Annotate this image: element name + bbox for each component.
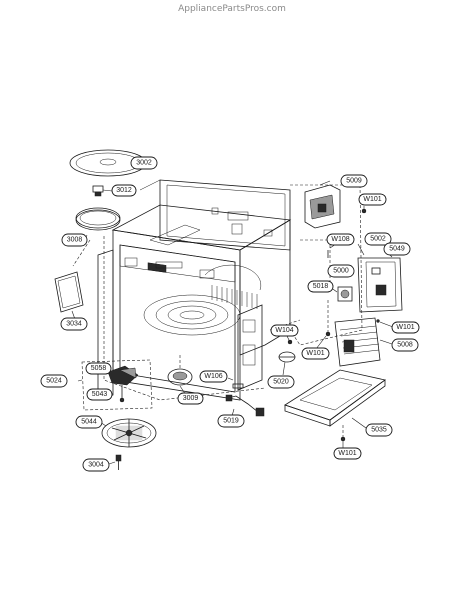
callout-5035: 5035 [365, 423, 393, 437]
callout-5000: 5000 [327, 264, 355, 278]
callout-3034: 3034 [60, 317, 88, 331]
svg-text:5058: 5058 [91, 365, 107, 372]
capacitor [329, 286, 353, 302]
svg-text:3004: 3004 [88, 462, 104, 469]
callout-5019: 5019 [217, 414, 245, 428]
coupler [92, 185, 113, 197]
svg-text:5002: 5002 [370, 236, 386, 243]
callout-3004: 3004 [82, 458, 110, 472]
callout-5043: 5043 [86, 388, 113, 401]
svg-text:5009: 5009 [346, 178, 362, 185]
wire-harness [225, 394, 265, 417]
svg-text:W101: W101 [396, 324, 414, 331]
callout-5024: 5024 [40, 374, 68, 388]
callout-W108: W108 [326, 233, 355, 246]
w101-screw-mid [315, 300, 331, 350]
turntable-motor [99, 418, 157, 448]
callout-W101-right: W101 [391, 321, 420, 334]
callout-3012: 3012 [111, 184, 137, 197]
callout-3009: 3009 [177, 392, 204, 405]
callout-W104: W104 [270, 324, 299, 337]
callout-5049: 5049 [383, 242, 411, 256]
transformer [334, 317, 393, 367]
callout-W101-bottom: W101 [333, 447, 362, 460]
callout-5020: 5020 [267, 375, 295, 389]
callout-5002: 5002 [364, 232, 392, 246]
w101-screw-bottom [340, 425, 346, 448]
callout-5009: 5009 [340, 174, 368, 188]
screw-3004 [108, 454, 122, 470]
callout-5008: 5008 [391, 338, 419, 352]
svg-text:5024: 5024 [46, 378, 62, 385]
svg-text:W101: W101 [306, 350, 324, 357]
thermostat [278, 351, 296, 376]
base-plate [284, 369, 386, 429]
svg-text:5044: 5044 [81, 419, 97, 426]
svg-text:W106: W106 [204, 373, 222, 380]
svg-text:5000: 5000 [333, 268, 349, 275]
interlock-switch-assembly [357, 243, 403, 313]
callout-3002: 3002 [130, 156, 158, 170]
svg-text:W101: W101 [338, 450, 356, 457]
svg-text:W104: W104 [275, 327, 293, 334]
svg-text:W108: W108 [331, 236, 349, 243]
magnetron [304, 180, 341, 229]
callout-W106: W106 [199, 370, 228, 383]
svg-text:3008: 3008 [67, 237, 83, 244]
callout-5044: 5044 [75, 415, 103, 429]
stirrer-group [77, 359, 153, 411]
w101-screw-top [361, 206, 367, 214]
svg-text:5043: 5043 [92, 391, 108, 398]
waveguide-cover [54, 271, 84, 323]
svg-text:5035: 5035 [371, 427, 387, 434]
oven-cavity [97, 179, 292, 401]
callout-3008: 3008 [61, 233, 88, 247]
callout-W101-top: W101 [358, 193, 387, 206]
callout-W101-mid: W101 [301, 347, 330, 360]
svg-text:5049: 5049 [389, 246, 405, 253]
svg-text:3034: 3034 [66, 321, 82, 328]
w104-screw [286, 335, 293, 345]
svg-text:3002: 3002 [136, 160, 152, 167]
fan-motor [167, 355, 193, 396]
svg-text:W101: W101 [363, 196, 381, 203]
w108-part [327, 243, 337, 258]
w106-part [227, 377, 244, 389]
callout-5058: 5058 [85, 362, 112, 375]
callout-5018: 5018 [307, 280, 334, 293]
svg-text:5019: 5019 [223, 418, 239, 425]
svg-text:5020: 5020 [273, 379, 289, 386]
svg-text:5008: 5008 [397, 342, 413, 349]
svg-text:5018: 5018 [313, 283, 329, 290]
svg-text:3009: 3009 [183, 395, 199, 402]
svg-text:3012: 3012 [116, 187, 132, 194]
watermark: AppliancePartsPros.com [178, 4, 286, 14]
